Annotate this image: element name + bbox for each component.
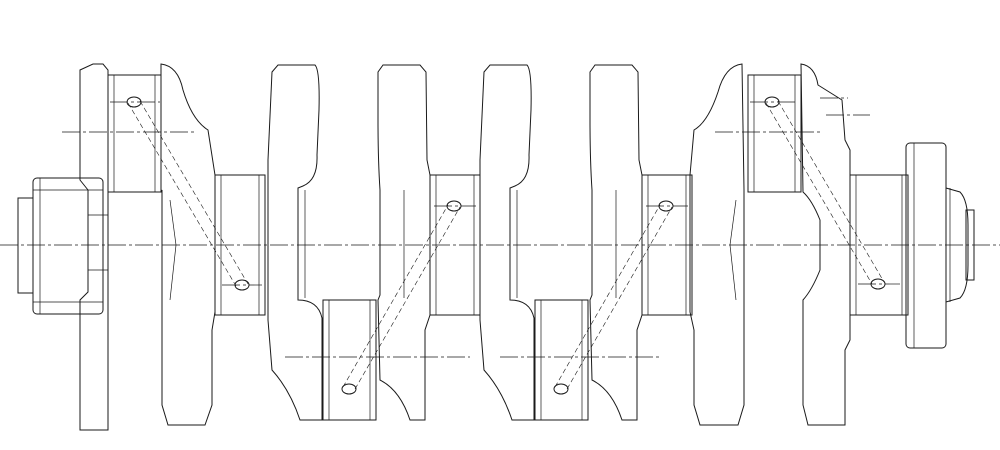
hole-center-marks <box>110 101 900 286</box>
crank-pin-2 <box>285 299 470 421</box>
main-journal-2 <box>214 174 266 316</box>
web-8 <box>800 63 870 426</box>
oil-passage-3 <box>553 200 674 395</box>
front-flange <box>17 177 104 315</box>
web-6 <box>589 64 643 421</box>
web-7 <box>689 63 745 426</box>
web-2 <box>160 63 216 426</box>
web-5 <box>479 64 535 421</box>
web-3 <box>267 64 323 421</box>
oil-passage-4 <box>764 96 886 290</box>
web-1 <box>79 63 109 431</box>
crank-pin-1 <box>62 74 195 193</box>
oil-passage-2 <box>341 200 462 395</box>
crank-pin-4 <box>715 74 820 193</box>
rear-flange <box>905 142 975 349</box>
crank-pin-3 <box>500 299 660 421</box>
web-4 <box>377 64 431 421</box>
main-journal-4 <box>641 174 693 316</box>
rear-journal <box>849 174 909 316</box>
oil-passage-1 <box>126 96 250 291</box>
